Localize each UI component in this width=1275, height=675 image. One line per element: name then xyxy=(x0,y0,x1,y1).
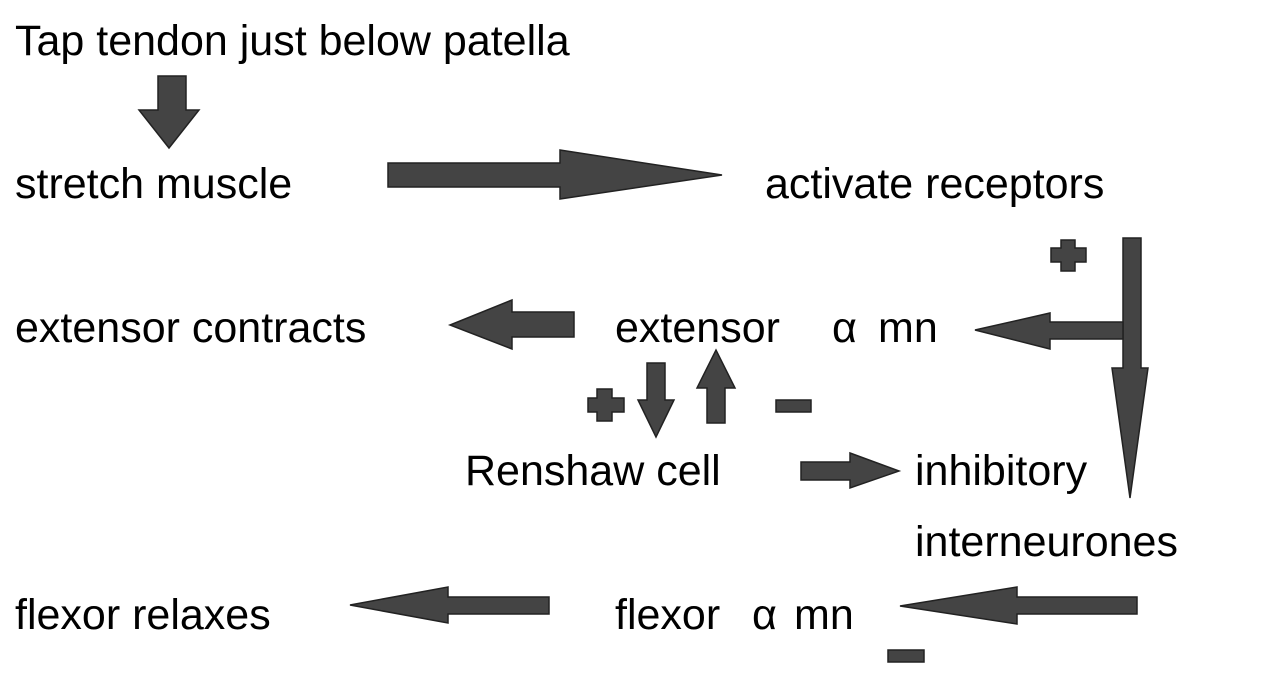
arrow-left-icon xyxy=(974,312,1124,350)
label-extensor-mn-alpha: α xyxy=(832,304,857,352)
arrow-left-icon xyxy=(349,586,550,624)
arrow-down-icon xyxy=(636,362,676,439)
arrow-right-icon xyxy=(387,149,723,200)
label-extensor-contracts: extensor contracts xyxy=(15,304,366,352)
label-flexor-relaxes: flexor relaxes xyxy=(15,591,271,639)
plus-sign-icon xyxy=(1050,239,1087,272)
label-flexor-mn-prefix: flexor xyxy=(615,591,720,639)
label-flexor-mn-alpha: α xyxy=(752,591,777,639)
label-extensor-mn-prefix: extensor xyxy=(615,304,780,352)
minus-sign-icon xyxy=(887,649,925,663)
arrow-down-long-icon xyxy=(1111,237,1149,499)
arrow-down-icon xyxy=(137,75,201,150)
arrow-up-icon xyxy=(695,348,737,424)
label-tap-tendon: Tap tendon just below patella xyxy=(15,17,570,65)
label-renshaw-cell: Renshaw cell xyxy=(465,447,721,495)
label-stretch-muscle: stretch muscle xyxy=(15,160,292,208)
label-activate-receptors: activate receptors xyxy=(765,160,1104,208)
arrow-left-icon xyxy=(447,298,575,351)
minus-sign-icon xyxy=(775,399,812,413)
arrow-left-icon xyxy=(899,586,1138,625)
label-flexor-mn-suffix: mn xyxy=(794,591,854,639)
label-extensor-mn-suffix: mn xyxy=(878,304,938,352)
label-inhibitory: inhibitory xyxy=(915,447,1088,495)
label-interneurones: interneurones xyxy=(915,518,1178,566)
plus-sign-icon xyxy=(587,388,625,422)
arrow-right-icon xyxy=(800,451,902,490)
